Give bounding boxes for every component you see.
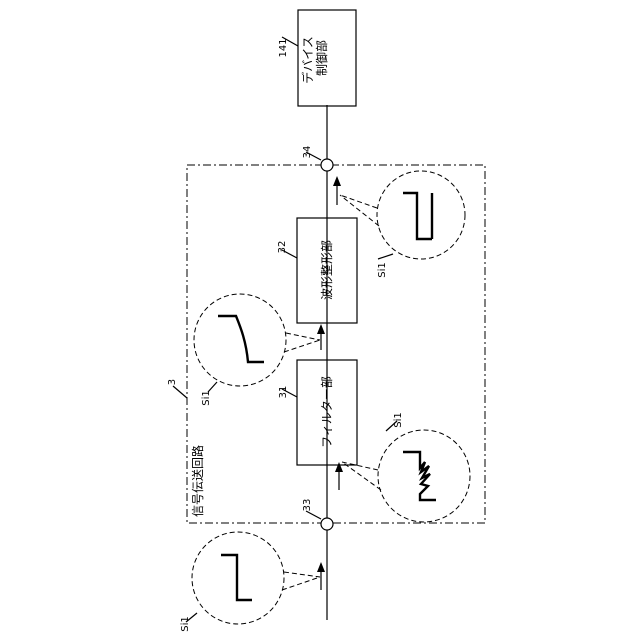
circuit-ref-leader bbox=[173, 386, 187, 398]
terminal-34-label: 34 bbox=[302, 146, 313, 159]
noisy-waveform bbox=[403, 452, 436, 500]
circuit-boundary bbox=[187, 165, 485, 523]
waveform-shaping-label: 波形整形部 bbox=[319, 240, 334, 300]
bubble-output-label-leader bbox=[378, 254, 393, 259]
bubble-filtered-pointer-a bbox=[286, 333, 320, 340]
filter-ref-label: 31 bbox=[278, 386, 289, 399]
terminal-34 bbox=[321, 159, 333, 171]
waveform-ref-label: 32 bbox=[277, 241, 288, 254]
arrow-noisy-head bbox=[335, 462, 343, 472]
bubble-output-label: Si1 bbox=[377, 262, 388, 278]
arrow-filtered-head bbox=[317, 324, 325, 334]
terminal-33-label: 33 bbox=[302, 499, 313, 512]
bubble-input-label: Si1 bbox=[180, 616, 191, 632]
bubble-filtered-pointer-b bbox=[284, 340, 320, 352]
arrow-output-head bbox=[333, 176, 341, 186]
signal-bubble-filtered bbox=[194, 294, 286, 386]
bubble-input-pointer-a bbox=[284, 572, 320, 577]
filtered-waveform bbox=[218, 316, 264, 362]
filter-label: フィルター部 bbox=[319, 376, 334, 448]
bubble-noisy-label: Si1 bbox=[393, 412, 404, 428]
device-ref-label: 141 bbox=[278, 38, 289, 57]
circuit-ref-label: 3 bbox=[167, 379, 178, 385]
device-control-label: デバイス 制御部 bbox=[300, 32, 329, 83]
bubble-filtered-label: Si1 bbox=[201, 390, 212, 406]
arrow-input-head bbox=[317, 562, 325, 572]
terminal-33 bbox=[321, 518, 333, 530]
signal-bubble-output bbox=[377, 171, 465, 259]
square-pulse-output bbox=[403, 193, 432, 239]
bubble-output-pointer-b bbox=[340, 195, 379, 226]
circuit-name-label: 信号伝送回路 bbox=[190, 445, 205, 517]
square-pulse-input bbox=[221, 555, 252, 600]
bubble-input-pointer-b bbox=[282, 577, 320, 590]
bubble-output-pointer-a bbox=[340, 195, 377, 208]
